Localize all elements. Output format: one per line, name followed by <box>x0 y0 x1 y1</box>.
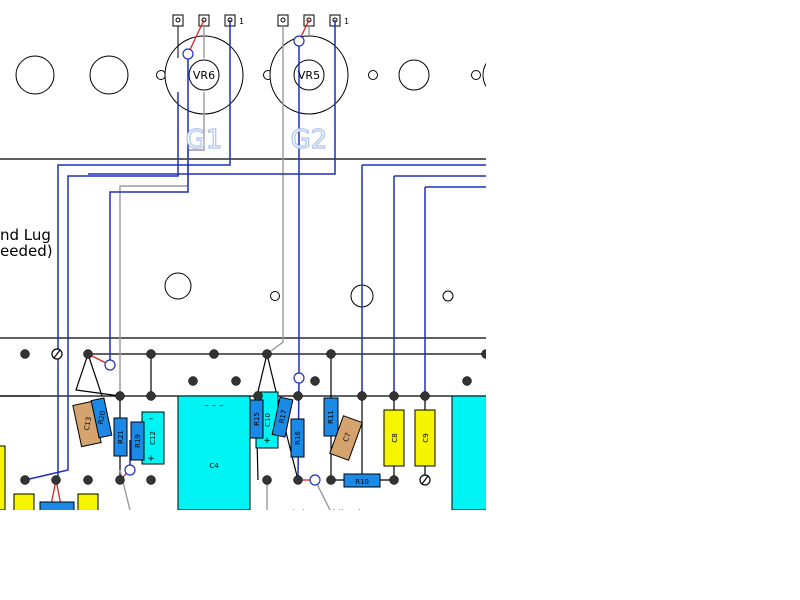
component-big-cap-right <box>451 395 486 510</box>
component-c9: C9 <box>414 409 436 467</box>
component-c8: C8 <box>383 409 405 467</box>
vr5-label: VR5 <box>298 69 320 82</box>
component-r11: R11 <box>323 397 339 437</box>
svg-text:C12: C12 <box>149 431 157 445</box>
pot-vr5 <box>269 14 349 115</box>
component-r16: R16 <box>290 418 305 458</box>
component-yellow-bottom-left <box>0 445 99 510</box>
svg-text:R11: R11 <box>327 410 335 424</box>
component-r19: R19 <box>130 421 145 461</box>
svg-text:+: + <box>263 436 271 446</box>
solder-pads <box>20 349 486 485</box>
svg-text:C8: C8 <box>391 433 399 442</box>
svg-text:– – –: – – – <box>204 401 224 411</box>
bottom-caption: V4(B) V3 Cl ll D l A <box>278 509 371 520</box>
svg-text:R21: R21 <box>117 430 125 444</box>
svg-text:C9: C9 <box>422 433 430 442</box>
component-r15: R15 <box>249 399 264 439</box>
svg-text:R20: R20 <box>97 410 107 425</box>
svg-text:R19: R19 <box>134 434 142 448</box>
wire-end-points <box>104 35 321 486</box>
svg-text:R10: R10 <box>355 478 369 486</box>
component-c12: C12 – + <box>141 411 165 465</box>
vr5-pin1-mark: 1 <box>344 17 349 26</box>
chassis-holes <box>15 55 486 308</box>
svg-text:C4: C4 <box>209 462 219 470</box>
component-c7: C7 <box>329 415 363 461</box>
component-r10: R10 <box>343 473 381 488</box>
chassis-lines <box>0 158 486 397</box>
svg-text:R15: R15 <box>253 412 261 426</box>
side-note-line1: nd Lug <box>0 226 51 244</box>
svg-text:+: + <box>147 454 155 464</box>
component-c4: C4 – – – <box>177 395 251 510</box>
svg-text:C10: C10 <box>264 413 272 427</box>
svg-text:–: – <box>149 414 154 424</box>
group-label-g1: G1 <box>186 125 223 155</box>
vr6-label: VR6 <box>193 69 215 82</box>
svg-text:R17: R17 <box>278 409 289 424</box>
vr6-pin1-mark: 1 <box>239 17 244 26</box>
group-label-g2: G2 <box>291 125 328 155</box>
component-r20: R20 <box>90 397 113 439</box>
svg-text:R16: R16 <box>294 431 302 445</box>
component-r17: R17 <box>271 396 294 438</box>
component-r21: R21 <box>113 417 128 457</box>
ground-pads <box>51 348 431 486</box>
side-note-line2: eeded) <box>0 242 53 260</box>
blue-wires <box>24 20 486 481</box>
svg-text:C13: C13 <box>83 416 93 431</box>
svg-text:C7: C7 <box>342 432 353 444</box>
